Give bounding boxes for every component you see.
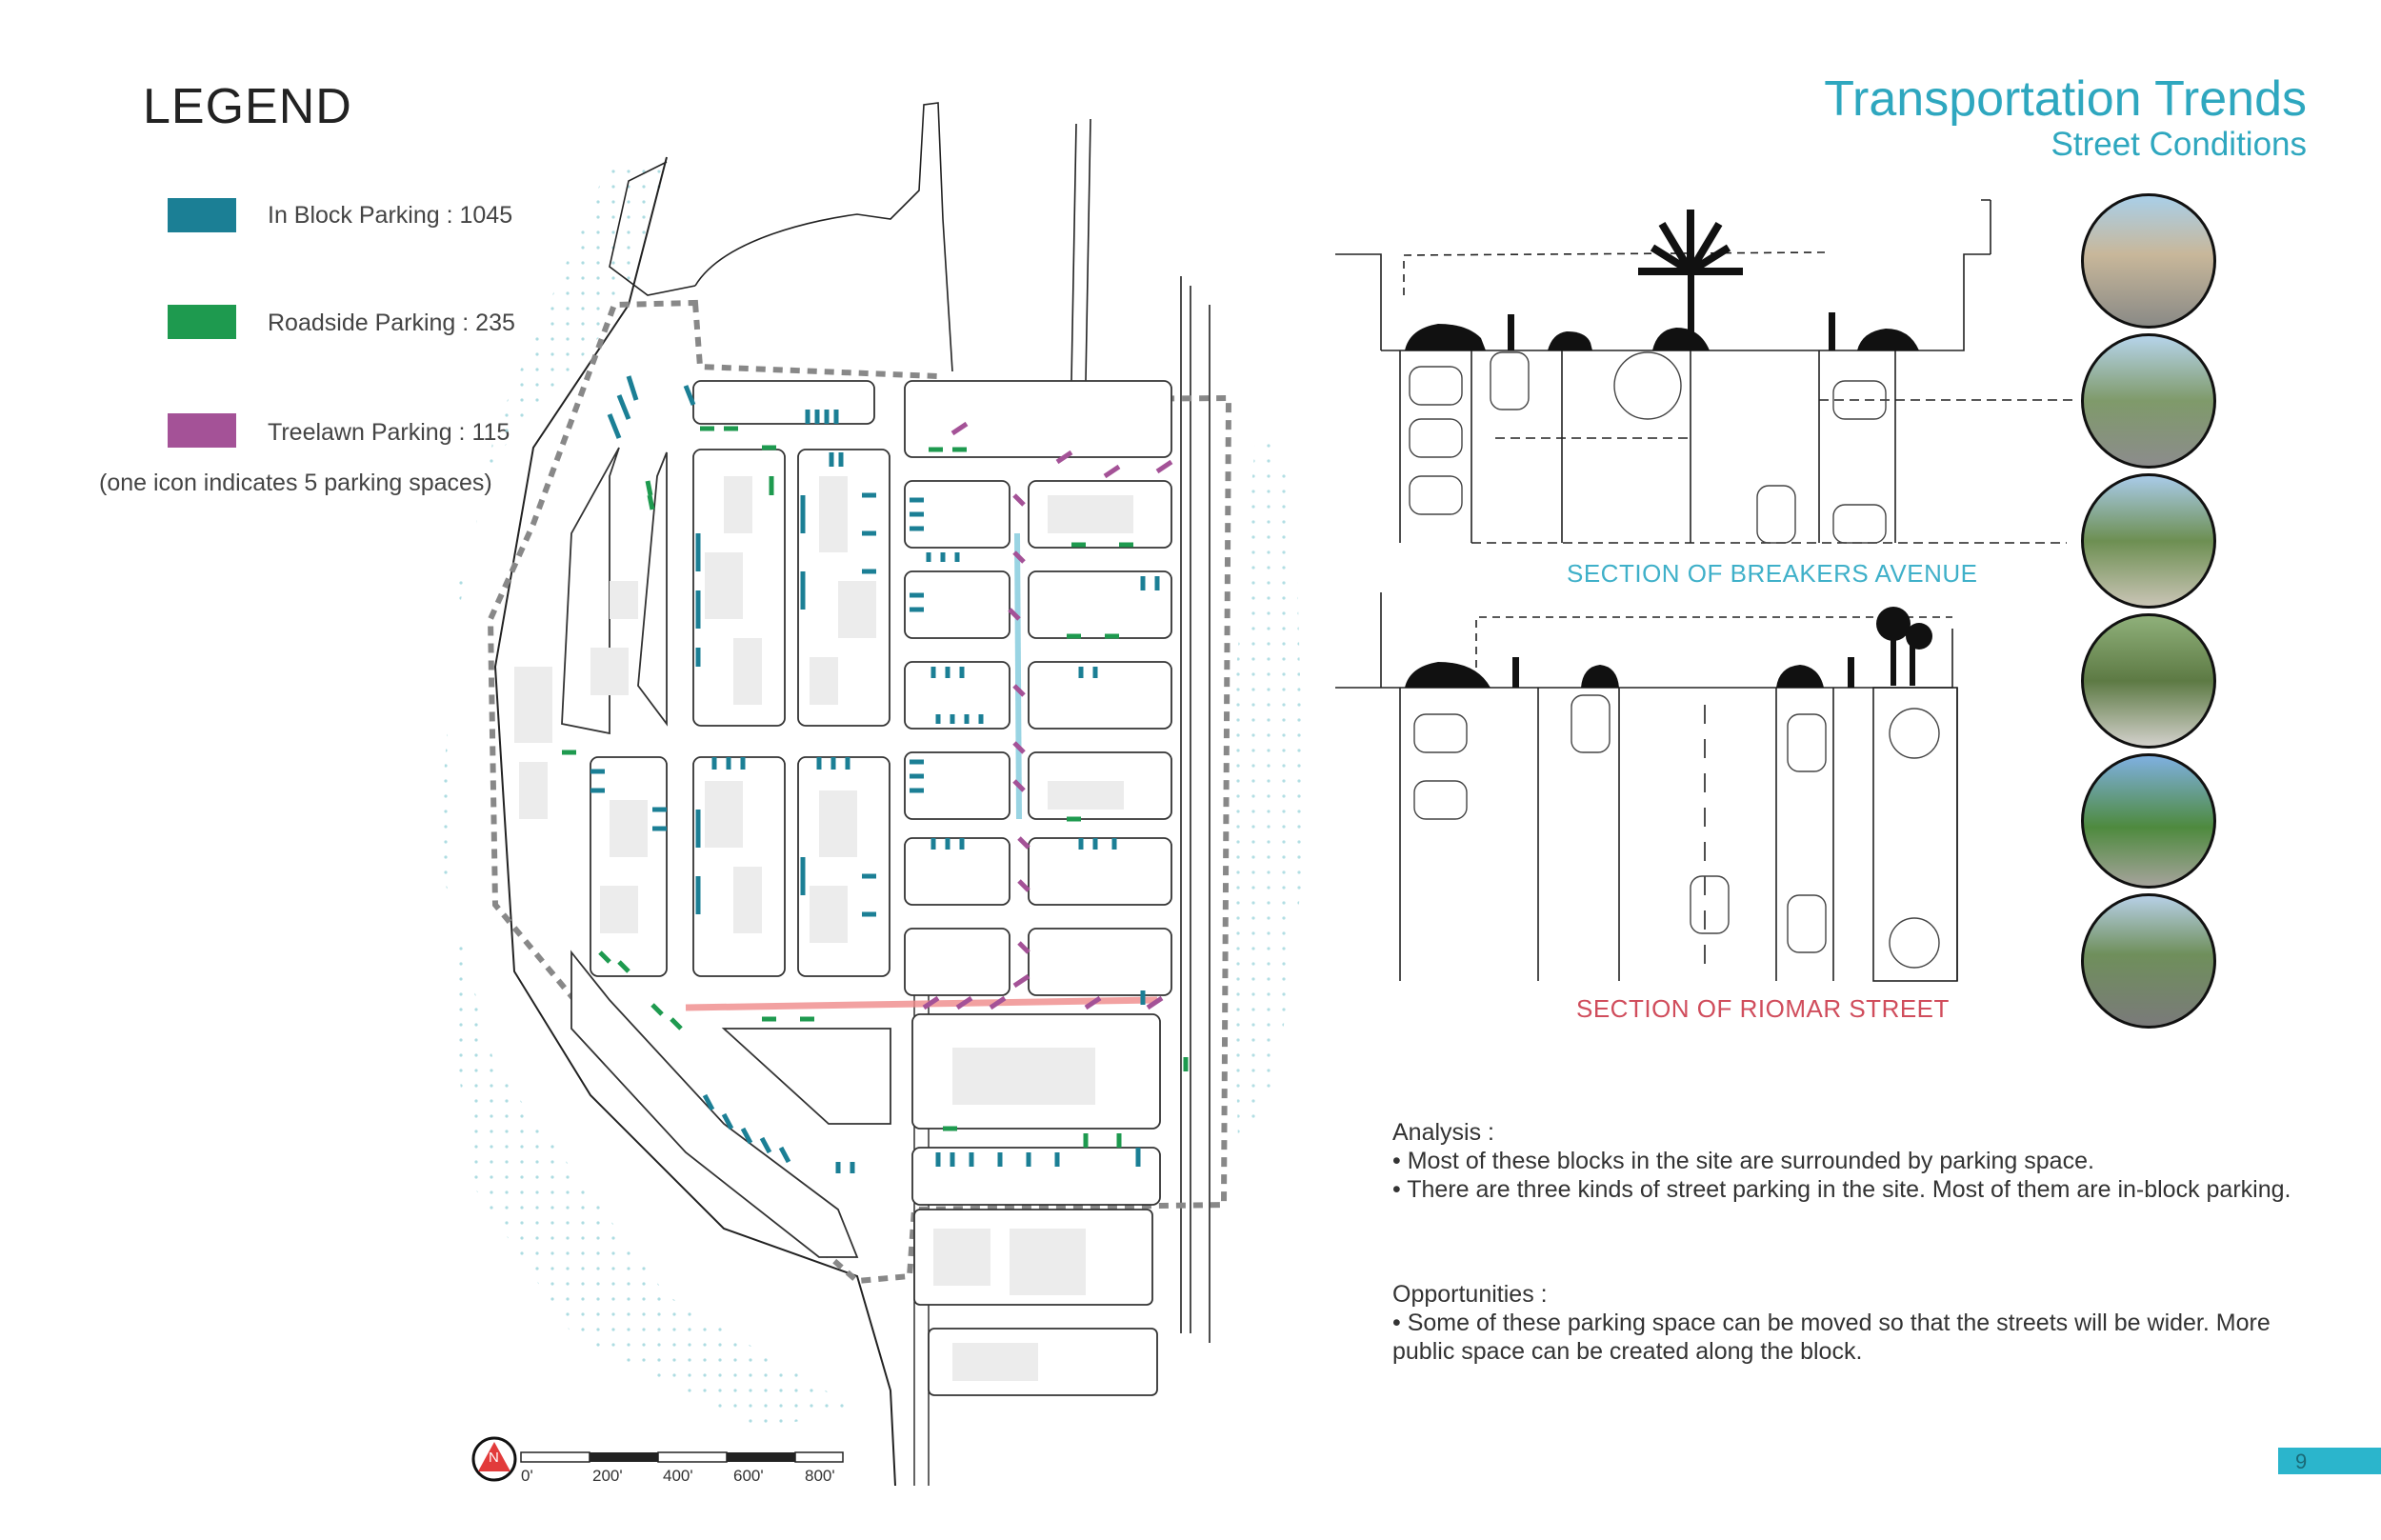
street-photo [2081,893,2216,1029]
legend-note: (one icon indicates 5 parking spaces) [99,470,492,496]
scale-label-800: 800' [805,1467,835,1485]
riomar-street-highlight [685,996,1158,1011]
north-label: N [489,1450,499,1466]
breakers-section [1335,199,2076,544]
street-photo [2081,193,2216,329]
roadside-parking-marks [562,426,1189,1148]
riomar-parking-cars [1413,694,1940,969]
page-number: 9 [2295,1450,2308,1473]
scale-label-600: 600' [733,1467,764,1485]
legend-title: LEGEND [143,79,352,134]
page-number-tab [2278,1448,2381,1474]
in-block-parking-marks [590,375,1160,1173]
page-title: Transportation Trends [1824,71,2307,127]
opportunities-point: • Some of these parking space can be mov… [1392,1310,2271,1365]
scale-bar [520,1451,844,1463]
legend-swatch-roadside [168,305,236,339]
riomar-section [1335,592,1958,982]
breakers-avenue-highlight [1014,532,1022,820]
legend-label-treelawn: Treelawn Parking : 115 [268,419,510,446]
street-photo [2081,613,2216,749]
analysis-point: • There are three kinds of street parkin… [1392,1176,2291,1203]
legend-swatch-treelawn [168,413,236,448]
riomar-silhouettes [1405,607,1932,688]
analysis-heading: Analysis : [1392,1119,1494,1146]
legend-label-in-block: In Block Parking : 1045 [268,202,513,229]
riomar-section-caption: SECTION OF RIOMAR STREET [1576,994,1950,1023]
buildings [514,476,1133,1381]
street-sections [1335,199,2076,982]
legend-label-roadside: Roadside Parking : 235 [268,310,515,336]
street-photo [2081,753,2216,889]
street-photo [2081,473,2216,609]
legend-swatch-in-block [168,198,236,232]
north-arrow [471,1436,517,1482]
site-map [438,102,1305,1487]
page-subtitle: Street Conditions [2051,126,2307,163]
water-dots-east [1229,419,1305,1143]
analysis-point: • Most of these blocks in the site are s… [1392,1148,2094,1174]
analysis-block: Analysis : • Most of these blocks in the… [1392,1118,2307,1366]
breakers-parking-cars [1409,351,1887,544]
opportunities-heading: Opportunities : [1392,1281,1548,1308]
scale-label-200: 200' [592,1467,623,1485]
breakers-section-caption: SECTION OF BREAKERS AVENUE [1567,559,1978,588]
treelawn-parking-marks [922,421,1173,1010]
scale-label-0: 0' [521,1467,533,1485]
scale-label-400: 400' [663,1467,693,1485]
street-photo [2081,333,2216,469]
breakers-silhouettes [1405,210,1919,350]
